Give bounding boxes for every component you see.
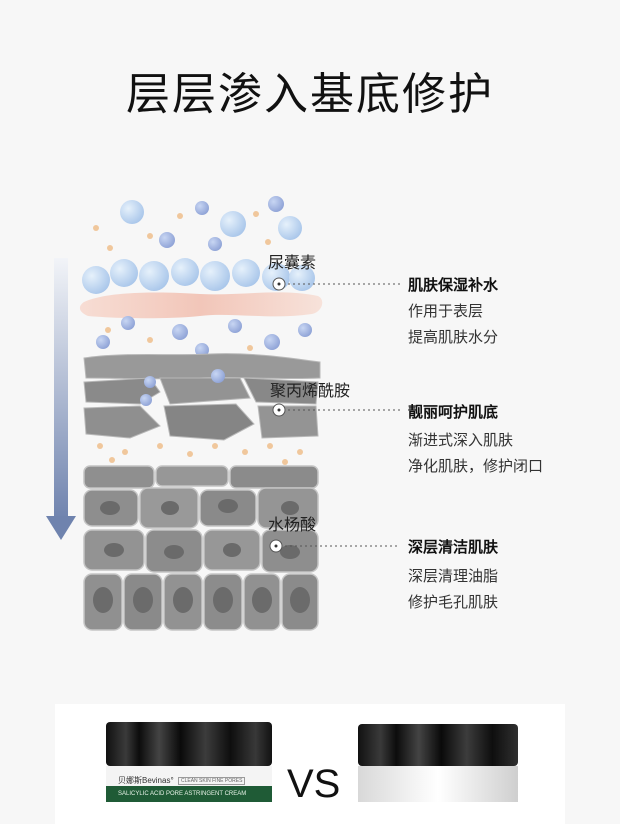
page-title: 层层渗入基底修护 <box>126 69 494 120</box>
callout-2 <box>272 403 400 417</box>
ingredient-label: 尿囊素 <box>268 253 317 272</box>
benefit-desc-line: 作用于表层 <box>408 302 484 320</box>
callout-1 <box>272 277 400 291</box>
benefit-desc-line: 修护毛孔肌肤 <box>408 593 499 611</box>
penetration-arrow <box>46 258 76 540</box>
mid-bubbles <box>96 316 312 357</box>
ingredient-label: 水杨酸 <box>268 515 317 534</box>
benefit-title: 靓丽呵护肌底 <box>408 403 499 421</box>
benefit-title: 肌肤保湿补水 <box>408 276 499 294</box>
basal-cells <box>83 573 319 631</box>
benefit-desc: 渐进式深入肌肤 净化肌肤，修护闭口 <box>408 427 543 479</box>
benefit-desc-line: 渐进式深入肌肤 <box>408 431 514 449</box>
product-jar-bevinas <box>106 722 272 802</box>
basal-nuclei <box>93 587 310 613</box>
benefit-desc-line: 净化肌肤，修护闭口 <box>408 457 544 475</box>
brand-tagline: CLEAN SKIN FINE PORES <box>178 777 246 785</box>
ingredient-label: 聚丙烯酰胺 <box>270 381 351 400</box>
benefit-desc-line: 深层清理油脂 <box>408 567 499 585</box>
product-jar-generic <box>358 724 518 802</box>
benefit-desc-line: 提高肌肤水分 <box>408 328 499 346</box>
skin-layer-diagram <box>46 196 400 631</box>
bubble-layer <box>82 258 315 294</box>
vs-text: VS <box>287 762 341 806</box>
benefit-title: 深层清洁肌肤 <box>408 538 499 556</box>
callout-3 <box>269 539 400 553</box>
scattered-dots <box>97 369 303 465</box>
product-band-text: SALICYLIC ACID PORE ASTRINGENT CREAM <box>118 791 247 797</box>
brand-name: 贝娜斯Bevinas° <box>118 776 174 785</box>
surface-bubbles <box>93 196 302 251</box>
cell-nuclei <box>100 499 300 559</box>
benefit-desc: 深层清理油脂 修护毛孔肌肤 <box>408 563 498 615</box>
benefit-desc: 作用于表层 提高肌肤水分 <box>408 298 498 350</box>
pink-epidermis-layer <box>79 292 323 319</box>
